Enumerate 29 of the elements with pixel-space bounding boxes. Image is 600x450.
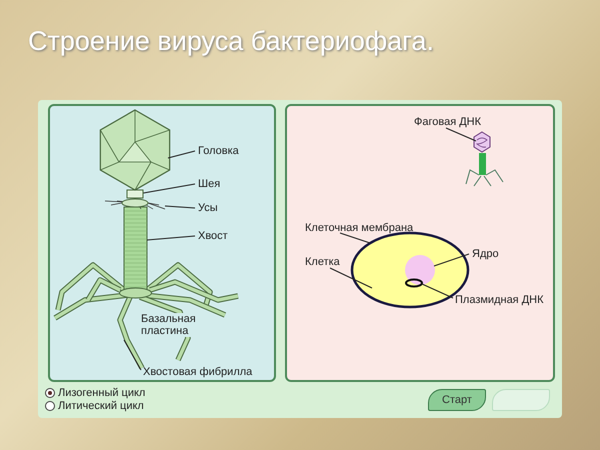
part-label: Головка xyxy=(198,145,239,157)
part-label: Клеточная мембрана xyxy=(305,222,414,234)
radio-label: Литический цикл xyxy=(58,400,144,412)
radio-label: Лизогенный цикл xyxy=(58,387,146,399)
phage-tail xyxy=(119,206,152,298)
slide-title: Строение вируса бактериофага. xyxy=(28,26,434,57)
leader-line xyxy=(146,236,196,240)
leader-line xyxy=(446,128,476,142)
phage-whiskers xyxy=(104,198,166,210)
leader-line xyxy=(124,340,142,370)
part-label: Усы xyxy=(198,202,218,214)
start-button: Старт xyxy=(428,389,486,411)
leader-line xyxy=(168,150,196,158)
leader-line xyxy=(143,184,196,194)
plasmid-ring xyxy=(405,278,423,288)
part-label: Плазмидная ДНК xyxy=(455,294,544,306)
leader-line xyxy=(164,206,196,208)
phage-head xyxy=(100,109,170,191)
part-label: Ядро xyxy=(472,248,499,260)
part-label: Клетка xyxy=(305,256,340,268)
nucleus-circle xyxy=(405,255,435,285)
phage-neck xyxy=(126,190,144,198)
leader-line xyxy=(340,232,370,244)
part-label: Хвостовая фибрилла xyxy=(143,366,252,378)
part-label: Шея xyxy=(198,178,220,190)
small-phage-drawing xyxy=(466,131,504,186)
part-label: Хвост xyxy=(198,230,228,242)
part-label: Фаговая ДНК xyxy=(414,116,482,128)
leader-line xyxy=(330,268,372,288)
